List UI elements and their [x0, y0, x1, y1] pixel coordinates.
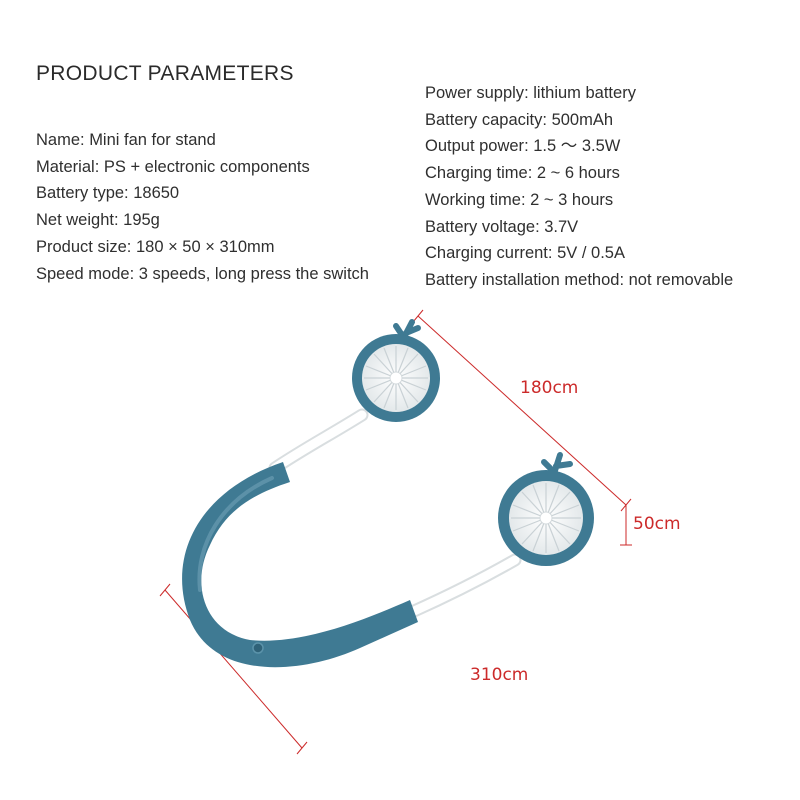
power-button: [252, 642, 264, 654]
dim-tick-length-a: [159, 583, 171, 597]
dim-label-height: 50cm: [633, 514, 681, 534]
neck-rods: [268, 408, 522, 619]
dim-tick-length-b: [296, 741, 308, 755]
fan-front-hub: [539, 511, 553, 525]
spec-battery-type: Battery type: 18650: [36, 184, 180, 203]
page-title: PRODUCT PARAMETERS: [36, 62, 294, 85]
dim-line-length: [164, 589, 303, 749]
neck-band-shape: [182, 462, 418, 668]
dim-label-width: 180cm: [520, 378, 578, 398]
spec-list-right: Power supply: lithium battery Battery ca…: [425, 80, 733, 294]
neck-rod-back-highlight: [270, 410, 367, 473]
spec-name: Name: Mini fan for stand: [36, 131, 216, 149]
spec-charging-time: Charging time: 2 ~ 6 hours: [425, 164, 620, 183]
spec-speed-mode: Speed mode: 3 speeds, long press the swi…: [36, 264, 369, 283]
spec-charging-current: Charging current: 5V / 0.5A: [425, 244, 625, 263]
dimension-lines: [159, 309, 632, 755]
dim-tick-width-a: [412, 309, 424, 323]
spec-power-supply: Power supply: lithium battery: [425, 84, 636, 102]
neck-band-highlight: [197, 476, 274, 592]
spec-battery-capacity: Battery capacity: 500mAh: [425, 110, 614, 129]
spec-battery-voltage: Battery voltage: 3.7V: [425, 217, 579, 236]
spec-battery-installation: Battery installation method: not removab…: [425, 270, 734, 289]
neck-band: [182, 462, 418, 668]
spec-list-left: Name: Mini fan for stand Material: PS + …: [36, 127, 369, 287]
spec-net-weight: Net weight: 195g: [36, 211, 160, 230]
spec-material: Material: PS + electronic components: [36, 157, 310, 176]
fan-head-front: [498, 452, 594, 566]
spec-working-time: Working time: 2 ~ 3 hours: [425, 190, 614, 209]
dim-line-width: [417, 315, 627, 506]
fan-head-back: [352, 319, 440, 422]
fan-back-hub: [389, 371, 403, 385]
spec-output-power: Output power: 1.5 ～ 3.5W: [425, 137, 621, 156]
dim-label-length: 310cm: [470, 665, 528, 685]
neck-rod-front-highlight: [407, 555, 520, 617]
spec-product-size: Product size: 180 × 50 × 310mm: [36, 237, 275, 256]
